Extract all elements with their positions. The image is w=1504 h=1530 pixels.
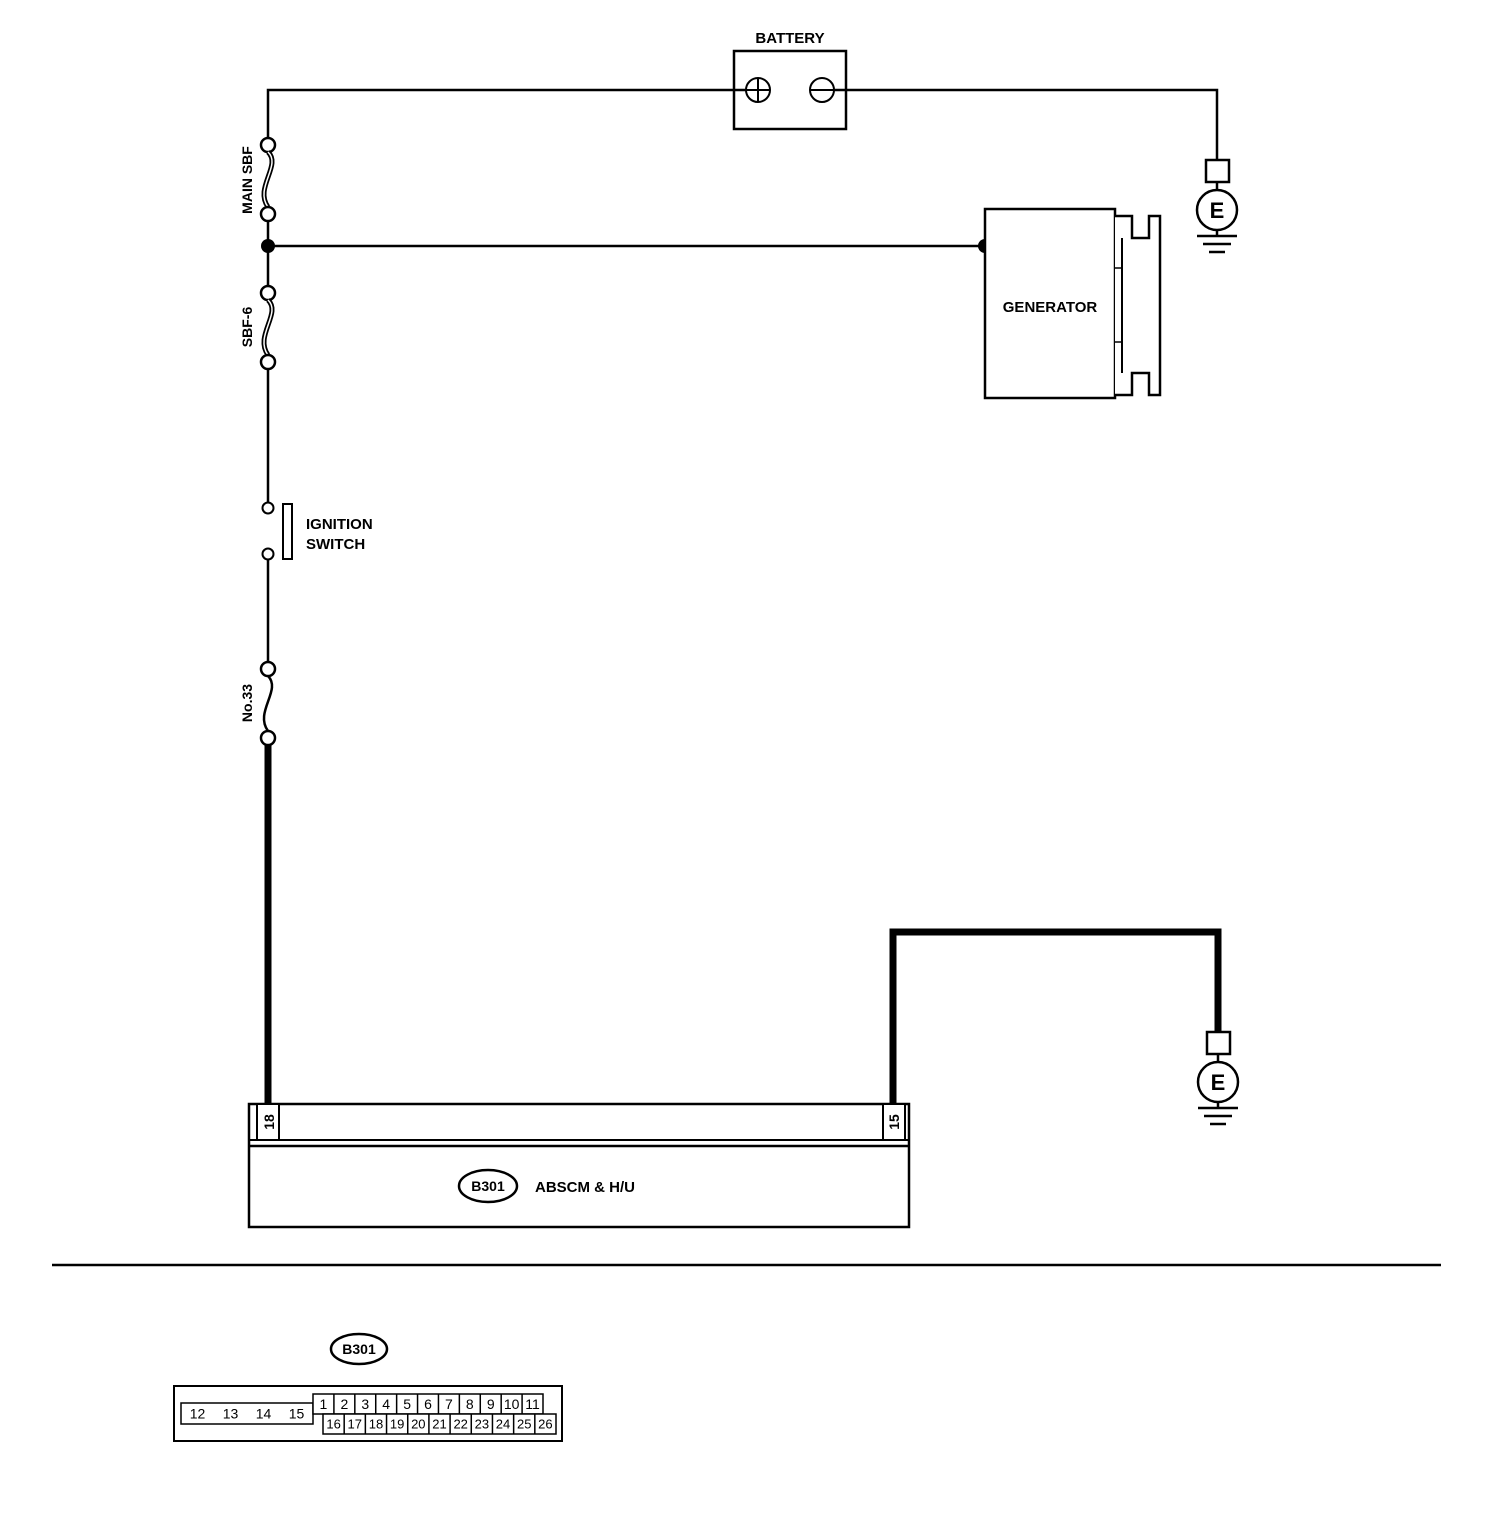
abscm-label: ABSCM & H/U [535, 1179, 635, 1196]
connector-pin-19: 19 [390, 1417, 404, 1432]
connector-view-badge [329, 1332, 389, 1366]
wire-pin15-to-ground [889, 928, 1222, 1104]
generator-pulley-icon [1115, 214, 1162, 397]
connector-pin-13: 13 [223, 1406, 239, 1422]
connector-pin-24: 24 [496, 1417, 510, 1432]
connector-pin-20: 20 [411, 1417, 425, 1432]
connector-pin-11: 11 [525, 1396, 540, 1412]
battery-positive-terminal-icon [745, 77, 771, 103]
connector-pin-21: 21 [432, 1417, 446, 1432]
battery-negative-terminal-icon [809, 77, 835, 103]
connector-pin-9: 9 [487, 1396, 495, 1412]
battery-label: BATTERY [755, 30, 824, 47]
connector-view-id: B301 [342, 1341, 376, 1357]
connector-bottom-row-block [322, 1413, 557, 1435]
connector-pin-15: 15 [289, 1406, 305, 1422]
main-sbf-label: MAIN SBF [239, 146, 255, 214]
ground-bottom-label: E [1211, 1070, 1226, 1095]
ground-top-icon [1195, 158, 1239, 254]
connector-pin-6: 6 [424, 1396, 432, 1412]
sbf6-label: SBF-6 [239, 307, 255, 348]
connector-pin-18: 18 [369, 1417, 383, 1432]
connector-pin-23: 23 [475, 1417, 489, 1432]
fuse-no33-icon [259, 660, 277, 747]
connector-pin-4: 4 [382, 1396, 390, 1412]
ignition-switch-label-line2: SWITCH [306, 536, 365, 553]
connector-pin-16: 16 [326, 1417, 340, 1432]
fuse-no33-label: No.33 [239, 684, 255, 722]
abscm-pin15-label: 15 [886, 1114, 902, 1130]
connector-pin-17: 17 [348, 1417, 362, 1432]
connector-pin-5: 5 [403, 1396, 411, 1412]
connector-pin-2: 2 [340, 1396, 348, 1412]
wire-battery-negative [834, 88, 1219, 160]
connector-pin-14: 14 [256, 1406, 272, 1422]
connector-pin-7: 7 [445, 1396, 453, 1412]
connector-pin-10: 10 [504, 1396, 520, 1412]
abscm-unit [247, 1102, 911, 1229]
abscm-connector-badge [457, 1168, 519, 1204]
connector-pin-26: 26 [538, 1417, 552, 1432]
abscm-pin18-label: 18 [261, 1114, 277, 1130]
generator [983, 207, 1117, 400]
connector-pin-22: 22 [453, 1417, 467, 1432]
wire-battery-positive [266, 88, 746, 138]
ground-top-label: E [1210, 198, 1225, 223]
ignition-switch-label-line1: IGNITION [306, 516, 373, 533]
ground-bottom-icon [1196, 1030, 1240, 1126]
abscm-connector-id: B301 [471, 1178, 505, 1194]
connector-pin-1: 1 [320, 1396, 328, 1412]
generator-label: GENERATOR [1003, 299, 1098, 316]
connector-pin-12: 12 [190, 1406, 206, 1422]
connector-pin-3: 3 [361, 1396, 369, 1412]
junction-dot-left [261, 239, 275, 253]
connector-pin-8: 8 [466, 1396, 474, 1412]
ignition-switch-icon [261, 501, 293, 561]
abscm-body [247, 1102, 911, 1229]
main-sbf-fuse-icon [259, 136, 277, 223]
connector-pin-25: 25 [517, 1417, 531, 1432]
sbf6-fuse-icon [259, 284, 277, 371]
